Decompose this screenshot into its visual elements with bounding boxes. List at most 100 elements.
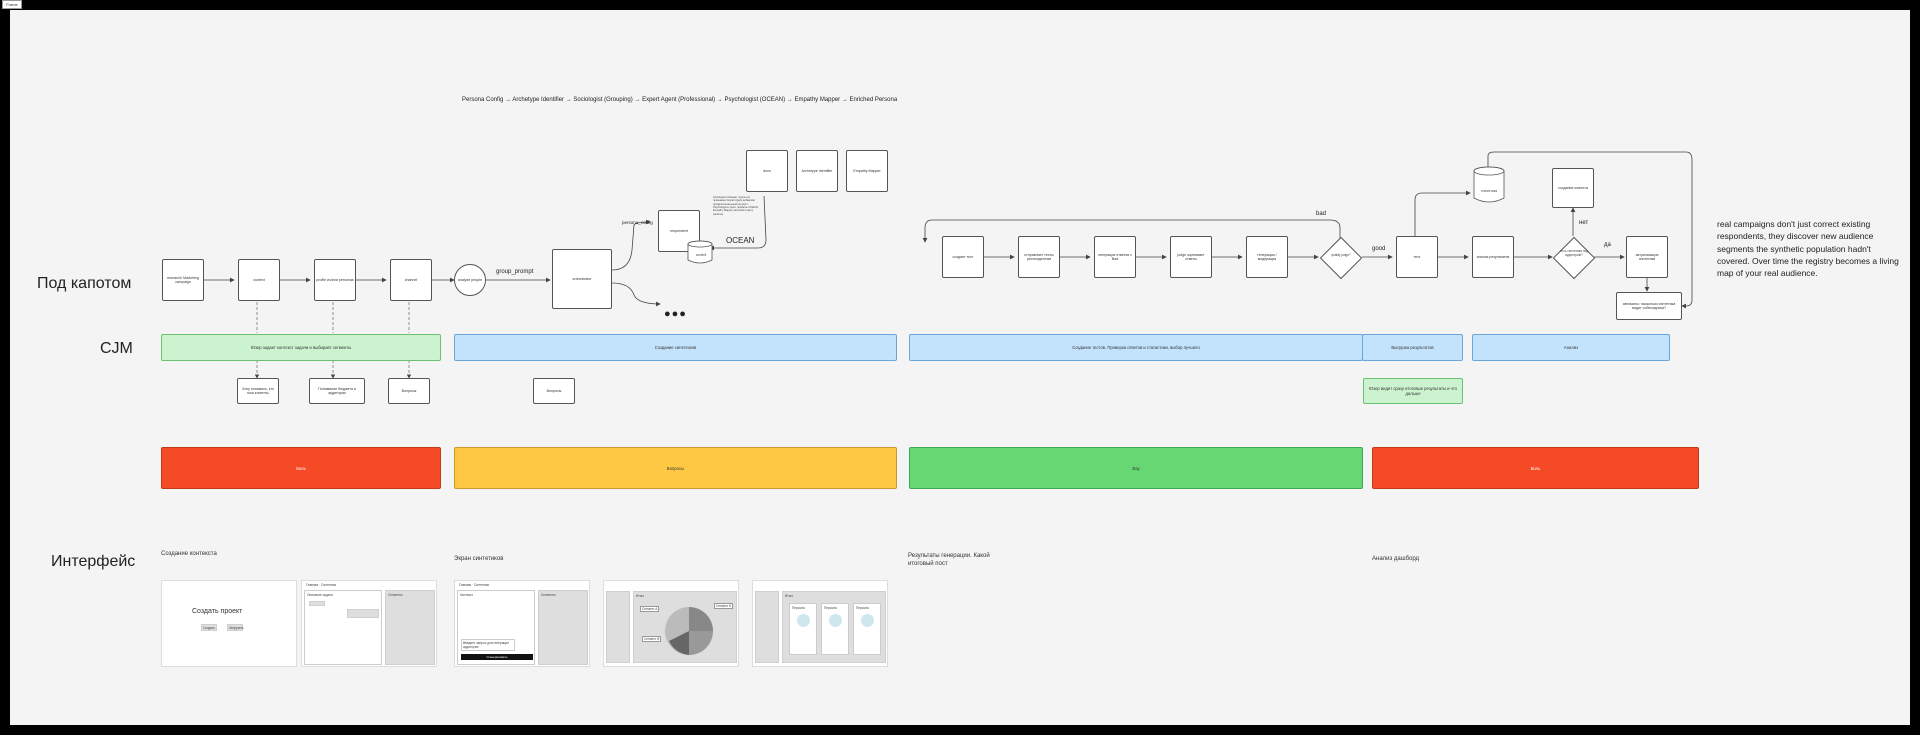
ui-screen-results-chart[interactable]: Итоги Сегмент А Сегмент Б Сегмент В bbox=[603, 580, 739, 667]
upload-button-label: Загрузить bbox=[229, 626, 244, 630]
cjm-sub-questions-b[interactable]: Вопросы bbox=[533, 378, 575, 404]
ui-section-context: Создание контекста bbox=[161, 551, 217, 557]
cjm-band-tests[interactable]: Создание тестов. Проверка ответов и стат… bbox=[909, 334, 1363, 361]
persona-avatar-1 bbox=[797, 614, 810, 627]
personas-sidebar bbox=[755, 591, 779, 663]
ui-section-synthetics: Экран синтетиков bbox=[454, 556, 504, 562]
node-test[interactable]: тест bbox=[1396, 236, 1438, 278]
whiteboard-canvas[interactable]: Под капотом CJM Интерфейс Persona Config… bbox=[10, 10, 1910, 725]
emotion-band-pain-b[interactable]: Боль bbox=[1372, 447, 1699, 489]
emotion-band-pain-a[interactable]: Боль bbox=[161, 447, 441, 489]
node-docs[interactable]: docs bbox=[746, 150, 788, 192]
row-label-cjm: CJM bbox=[100, 340, 133, 357]
context-panel-title: Описание задачи bbox=[307, 593, 333, 597]
persona-avatar-3 bbox=[861, 614, 874, 627]
node-moderation[interactable]: генерация / модерация bbox=[1246, 236, 1288, 278]
node-empathy[interactable]: Empathy Mapper bbox=[846, 150, 888, 192]
synthetics-side-panel: Сегменты bbox=[538, 590, 588, 665]
upload-button[interactable]: Загрузить bbox=[227, 624, 244, 631]
cjm-band-export[interactable]: Выгрузка результатов bbox=[1362, 334, 1463, 361]
context-panel: Описание задачи bbox=[304, 590, 382, 665]
synthetics-panel: Контекст Введите запрос для генерации ау… bbox=[457, 590, 535, 665]
segment-panel: Сегменты bbox=[385, 590, 435, 665]
ui-screen-personas[interactable]: Итоги Персона Персона Персона bbox=[752, 580, 888, 667]
node-update[interactable]: актуализация синтетики bbox=[1626, 236, 1668, 278]
persona-card-2[interactable]: Персона bbox=[821, 603, 849, 655]
node-final-check[interactable]: автоматы: насколько синтетика видит собе… bbox=[1616, 292, 1682, 320]
persona-card-1-title: Персона bbox=[792, 606, 805, 610]
node-send-tests[interactable]: отправляет тесты респондентам bbox=[1018, 236, 1060, 278]
pie-label-1: Сегмент А bbox=[640, 606, 660, 613]
cjm-sub-results[interactable]: Юзер видит сразу итоговые результаты и ч… bbox=[1363, 378, 1463, 404]
label-ocean: OCEAN bbox=[726, 236, 755, 245]
decision-quality-label: quality judge? bbox=[1331, 253, 1351, 257]
cjm-band-synthetics[interactable]: Создание синтетиков bbox=[454, 334, 897, 361]
content-db-icon bbox=[687, 240, 713, 264]
results-chart-title: Итоги bbox=[636, 594, 645, 598]
persona-card-2-title: Персона bbox=[824, 606, 837, 610]
label-yes: да bbox=[1604, 242, 1611, 248]
label-group-prompt: group_prompt bbox=[496, 269, 534, 275]
pipeline-caption: Persona Config → Archetype Identifier → … bbox=[462, 97, 898, 103]
persona-card-1[interactable]: Персона bbox=[789, 603, 817, 655]
cjm-sub-questions-a[interactable]: Вопросы bbox=[388, 378, 430, 404]
persona-avatar-2 bbox=[829, 614, 842, 627]
decision-audience-label: есть синтетики под аудиторию? bbox=[1559, 249, 1589, 258]
stats-db-icon bbox=[1473, 166, 1505, 203]
ui-screen-create-project[interactable]: Создать проект Создать Загрузить bbox=[161, 580, 297, 667]
notes-text: Sociologist собирает группы по признакам… bbox=[713, 196, 759, 216]
ui-section-dashboard: Анализ дашборд bbox=[1372, 556, 1420, 562]
emotion-band-wow[interactable]: Вау bbox=[909, 447, 1363, 489]
label-no: нет bbox=[1579, 220, 1589, 226]
node-channel[interactable]: channel bbox=[390, 259, 432, 301]
prompt-input[interactable]: Введите запрос для генерации аудитории bbox=[461, 639, 515, 652]
personas-title: Итоги bbox=[785, 594, 794, 598]
node-analyze-circle[interactable]: analyze people bbox=[454, 264, 486, 296]
cjm-band-context[interactable]: Юзер задает контекст задачи и выбирает с… bbox=[161, 334, 441, 361]
context-chip[interactable] bbox=[309, 601, 325, 606]
row-label-interface: Интерфейс bbox=[51, 553, 136, 570]
mock-header-2: Главная · Синтетики bbox=[306, 583, 337, 587]
cjm-sub-clients[interactable]: Хочу понимать, кто мои клиенты bbox=[237, 378, 279, 404]
pie-label-3: Сегмент В bbox=[642, 636, 662, 643]
node-review[interactable]: анализ результатов bbox=[1472, 236, 1514, 278]
segment-panel-title: Сегменты bbox=[388, 593, 403, 597]
create-button-label: Создать bbox=[203, 626, 216, 630]
synthetics-side-title: Сегменты bbox=[541, 593, 556, 597]
emotion-band-questions[interactable]: Вопросы bbox=[454, 447, 897, 489]
node-judge[interactable]: judge оценивает ответы bbox=[1170, 236, 1212, 278]
node-profile[interactable]: profile из/или personas bbox=[314, 259, 356, 301]
persona-card-3-title: Персона bbox=[856, 606, 869, 610]
cjm-band-analysis[interactable]: Анализ bbox=[1472, 334, 1670, 361]
pie-slice-b bbox=[689, 631, 713, 655]
stats-db-label: статистика bbox=[1480, 189, 1498, 193]
label-persona-config: persona_config bbox=[622, 220, 653, 225]
node-respondent[interactable]: respondent bbox=[658, 210, 700, 252]
pie-slice-c bbox=[669, 631, 689, 655]
label-bad: bad bbox=[1316, 211, 1327, 217]
cjm-sub-budget[interactable]: Понимание бюджета и аудитории bbox=[309, 378, 365, 404]
generate-button[interactable]: Сгенерировать bbox=[461, 654, 533, 660]
node-create-client[interactable]: создание клиента bbox=[1552, 168, 1594, 208]
persona-card-3[interactable]: Персона bbox=[853, 603, 881, 655]
node-context[interactable]: context bbox=[238, 259, 280, 301]
content-db-label: content bbox=[695, 253, 707, 257]
synthetics-panel-title: Контекст bbox=[460, 593, 474, 597]
row-label-under-hood: Под капотом bbox=[37, 275, 132, 292]
node-create-test[interactable]: создает тест bbox=[942, 236, 984, 278]
results-pie-chart bbox=[665, 607, 713, 655]
decision-diamond-quality[interactable] bbox=[1319, 236, 1363, 280]
node-orchestrator[interactable]: orchestrator bbox=[552, 249, 612, 309]
node-research[interactable]: research/ Marketing campaign bbox=[162, 259, 204, 301]
label-good: good bbox=[1372, 246, 1386, 252]
node-archetype[interactable]: Archetype Identifier bbox=[796, 150, 838, 192]
frame-badge[interactable]: Frame bbox=[2, 0, 22, 9]
create-project-title: Создать проект bbox=[192, 608, 243, 615]
mock-header-3: Главная · Синтетики bbox=[459, 583, 490, 587]
context-note bbox=[347, 609, 379, 618]
ui-screen-context[interactable]: Главная · Синтетики Описание задачи Сегм… bbox=[301, 580, 437, 667]
create-button[interactable]: Создать bbox=[201, 624, 217, 631]
decision-diamond-audience[interactable] bbox=[1552, 236, 1596, 280]
ui-screen-synthetics[interactable]: Главная · Синтетики Контекст Введите зап… bbox=[454, 580, 590, 667]
node-generate-answers[interactable]: генерация ответов с Bad bbox=[1094, 236, 1136, 278]
